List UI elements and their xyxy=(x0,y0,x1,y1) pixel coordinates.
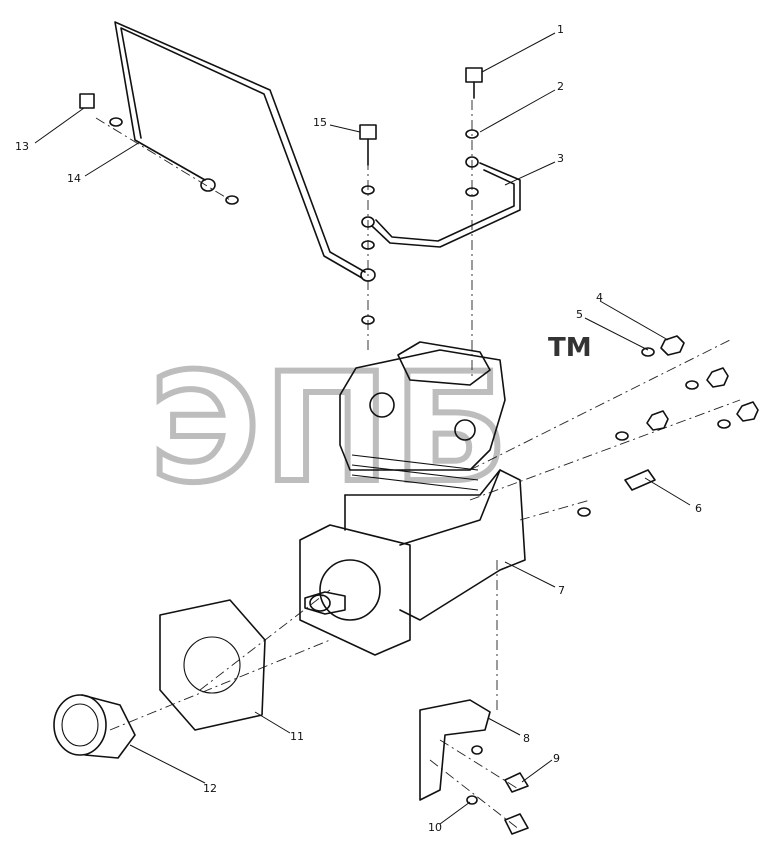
leader-lines xyxy=(34,32,691,825)
callout-labels: 1 2 3 4 5 6 7 8 9 10 11 12 13 14 15 xyxy=(15,23,702,834)
part-14-pipe xyxy=(114,21,366,279)
callout-7: 7 xyxy=(558,584,565,597)
callout-12: 12 xyxy=(203,782,217,795)
compressor-assembly xyxy=(299,341,526,656)
callout-2: 2 xyxy=(557,80,564,93)
callout-10: 10 xyxy=(428,821,442,834)
part-11-gasket xyxy=(159,599,266,731)
callout-13: 13 xyxy=(15,140,29,153)
callout-3: 3 xyxy=(557,152,564,165)
callout-8: 8 xyxy=(523,732,530,745)
callout-1: 1 xyxy=(557,23,564,36)
callout-4: 4 xyxy=(596,291,603,304)
part-8-bracket xyxy=(419,699,491,801)
watermark-trademark: TM xyxy=(548,333,592,363)
callout-5: 5 xyxy=(576,308,583,321)
callout-15: 15 xyxy=(313,116,327,129)
callout-6: 6 xyxy=(695,502,702,515)
callout-11: 11 xyxy=(290,730,304,743)
fastener-group-right xyxy=(466,335,759,835)
assembly-center-lines xyxy=(95,100,741,831)
part-12-gear xyxy=(53,694,136,759)
part-11-gasket-bore xyxy=(183,636,241,694)
watermark: ЭПБ TM xyxy=(147,333,592,519)
part-3-pipe xyxy=(371,162,521,248)
callout-14: 14 xyxy=(67,172,81,185)
fastener-group-top xyxy=(79,67,483,325)
callout-9: 9 xyxy=(553,752,560,765)
watermark-text: ЭПБ xyxy=(150,342,512,516)
